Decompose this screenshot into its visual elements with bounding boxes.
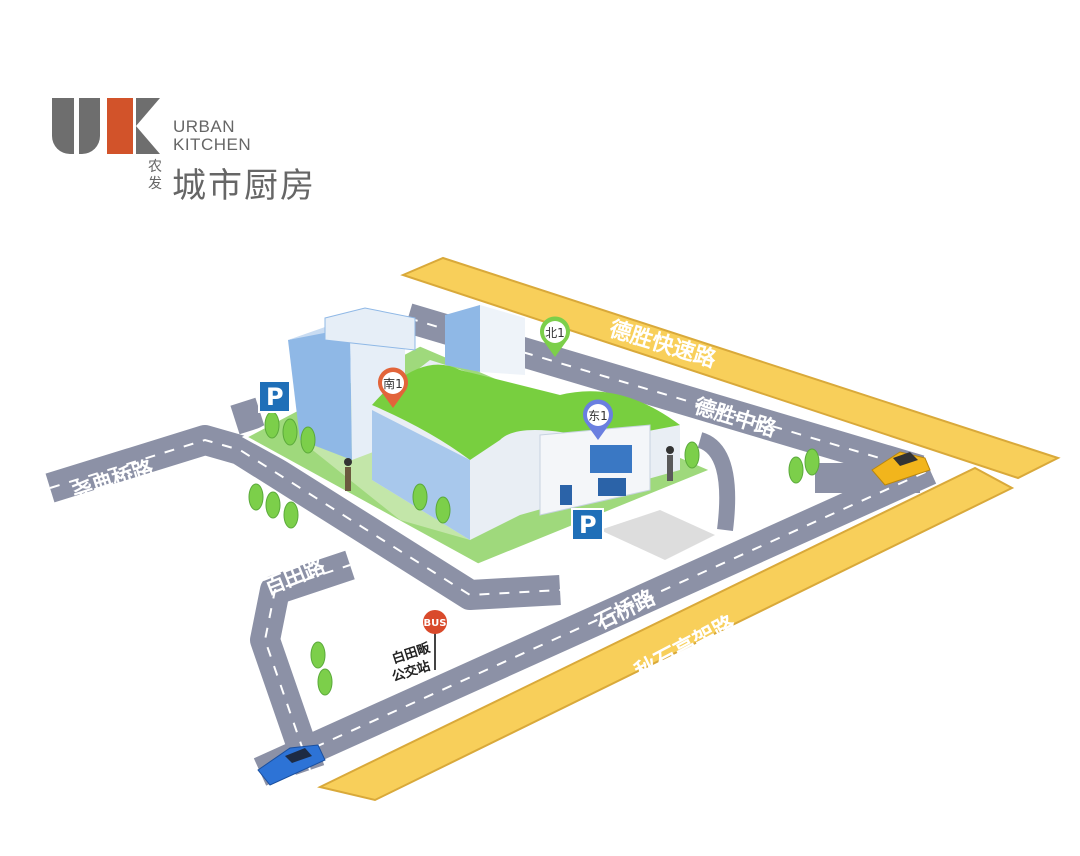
parking-label-west: P [266,383,284,411]
parking-sign-south: P [571,508,604,541]
parking-sign-west: P [258,380,291,413]
entrance-pin-north[interactable]: 北1 [540,316,570,357]
logo-cn-big: 城市厨房 [172,166,316,206]
highway-desheng-expressway [400,256,1061,480]
pin-label-east: 东1 [588,409,608,423]
logo-en-urban: URBAN [173,117,236,136]
parking-label-south: P [579,511,597,539]
bus-stop: BUS 白田畈 公交站 [390,610,447,685]
pin-label-south: 南1 [383,376,403,391]
logo-cn-small-2: 发 [148,176,162,192]
brand-logo: URBAN KITCHEN 农 发 城市厨房 [52,98,342,208]
trees [248,411,820,696]
entrance-pin-east[interactable]: 东1 [583,399,614,440]
uk-logo-mark [52,98,160,154]
logo-en-kitchen: KITCHEN [173,135,252,154]
highway-qiushi-elevated [317,466,1015,802]
entrance-pin-south[interactable]: 南1 [378,367,408,408]
tower-north [445,305,525,375]
tower-middle [324,307,416,351]
driveway-east [697,432,736,531]
pin-label-north: 北1 [545,326,565,340]
car-blue [257,744,326,786]
mall-building [372,360,680,540]
pedestrian-1 [344,458,352,491]
driveway-south [600,510,715,560]
label-desheng-expressway: 德胜快速路 [606,316,720,373]
pedestrian-2 [666,446,674,481]
car-yellow [871,451,931,486]
road-north-west [230,397,265,435]
logo-cn-small-1: 农 [148,159,162,175]
bus-sign-label: BUS [424,618,447,629]
